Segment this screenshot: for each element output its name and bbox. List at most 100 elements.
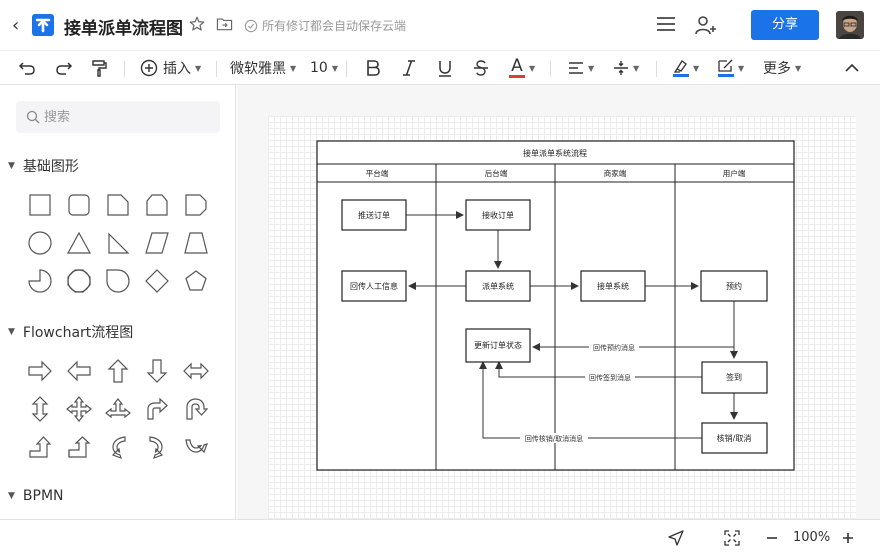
pen-icon [718,59,733,72]
insert-menu-button[interactable]: 插入 ▼ [140,51,201,85]
arrow-left-right-shape[interactable] [176,352,215,390]
user-avatar[interactable] [836,11,864,39]
node-label: 派单系统 [482,281,514,291]
arrow-bent-shape[interactable] [137,390,176,428]
move-folder-icon[interactable] [216,16,233,32]
node-merchant-accept[interactable] [580,270,646,302]
diagram-canvas[interactable]: 接单派单系统流程 平台端 后台端 商家端 用户端 回传预约消息 回传签到消息 回… [237,85,880,519]
plus-icon [843,532,853,543]
arrow-curved-left-shape[interactable] [98,428,137,466]
node-label: 接单系统 [597,281,629,291]
edge-label-cancel-msg[interactable]: 回传核销/取消消息 [525,434,583,443]
chevron-down-icon: ▼ [529,63,536,73]
fit-screen-button[interactable] [724,520,740,555]
add-user-icon[interactable] [694,14,718,36]
edge-cancel-msg[interactable] [479,361,702,439]
text-color-button[interactable]: A ▼ [509,51,535,85]
vertical-align-button[interactable]: ▼ [613,51,639,85]
more-label: 更多 [763,61,791,77]
node-label: 接收订单 [482,210,514,220]
arrow-tri-shape[interactable] [98,390,137,428]
octagon-round-shape[interactable] [59,262,98,300]
section-flowchart-header[interactable]: ▼ Flowchart流程图 [8,322,133,342]
node-verify-cancel[interactable] [701,422,768,454]
pie-shape[interactable] [20,262,59,300]
lane-label-backend[interactable]: 后台端 [485,168,508,178]
arrow-corner-up-shape[interactable] [20,428,59,466]
zoom-in-button[interactable] [842,520,854,555]
trapezoid-shape[interactable] [176,224,215,262]
collapse-toolbar-button[interactable] [845,51,859,85]
star-icon[interactable] [188,15,206,33]
zoom-level[interactable]: 100% [793,530,831,545]
italic-button[interactable] [402,51,416,85]
zoom-out-button[interactable] [766,520,778,555]
fill-color-bar [673,74,689,77]
share-button[interactable]: 分享 [751,10,819,40]
edge-label-sign-msg[interactable]: 回传签到消息 [589,373,631,382]
locate-button[interactable] [668,520,684,555]
underline-button[interactable] [438,51,452,85]
toolbar-divider [124,61,125,77]
line-color-bar [718,74,734,77]
node-dispatch-system[interactable] [465,270,531,302]
section-bpmn-header[interactable]: ▼ BPMN [8,488,64,504]
navigation-arrow-icon [668,529,684,546]
lane-label-merchant[interactable]: 商家端 [604,168,627,178]
font-family-select[interactable]: 微软雅黑 ▼ [230,51,296,85]
strikethrough-button[interactable] [473,51,489,85]
arrow-left-shape[interactable] [59,352,98,390]
node-update-order-status[interactable] [465,328,531,363]
line-color-button[interactable]: ▼ [718,51,744,85]
circle-shape[interactable] [20,224,59,262]
rounded-rectangle-shape[interactable] [59,186,98,224]
arrow-right-shape[interactable] [20,352,59,390]
arrow-u-turn-shape[interactable] [176,390,215,428]
arrow-curved-right-shape[interactable] [137,428,176,466]
arrow-up-down-shape[interactable] [20,390,59,428]
node-reserve[interactable] [700,270,768,302]
fill-color-button[interactable]: ▼ [673,51,699,85]
document-title[interactable]: 接单派单流程图 [64,19,183,39]
shape-search-input[interactable] [44,101,214,133]
arrow-down-shape[interactable] [137,352,176,390]
node-receive-order[interactable] [465,199,531,231]
right-triangle-shape[interactable] [98,224,137,262]
shape-search-box[interactable] [16,101,220,133]
triangle-shape[interactable] [59,224,98,262]
node-sign-in[interactable] [701,361,768,394]
lane-label-platform[interactable]: 平台端 [366,168,389,178]
lane-label-user[interactable]: 用户端 [723,168,746,178]
edge-label-reserve-msg[interactable]: 回传预约消息 [593,343,635,352]
font-family-value: 微软雅黑 [230,61,286,77]
arrow-up-shape[interactable] [98,352,137,390]
format-painter-button[interactable] [91,51,107,85]
arrow-left-up-shape[interactable] [59,428,98,466]
pentagon-tab-shape[interactable] [137,186,176,224]
pentagon-shape[interactable] [176,262,215,300]
diamond-shape[interactable] [137,262,176,300]
rectangle-shape[interactable] [20,186,59,224]
node-push-order[interactable] [341,199,407,231]
search-icon [26,110,40,124]
parallelogram-shape[interactable] [137,224,176,262]
bold-button[interactable] [366,51,380,85]
align-button[interactable]: ▼ [568,51,594,85]
caret-down-icon: ▼ [8,327,15,337]
redo-button[interactable] [55,51,73,85]
section-basic-shapes-header[interactable]: ▼ 基础图形 [8,156,79,176]
document-shape[interactable] [98,186,137,224]
card-shape[interactable] [176,186,215,224]
node-reply-staff-info[interactable] [341,270,407,302]
menu-icon[interactable] [656,15,676,33]
arrow-curved-down-shape[interactable] [176,428,215,466]
font-size-select[interactable]: 10 ▼ [310,51,338,85]
undo-button[interactable] [18,51,36,85]
more-menu-button[interactable]: 更多 ▼ [763,51,801,85]
arrow-quad-shape[interactable] [59,390,98,428]
back-icon[interactable]: ‹ [12,15,20,36]
teardrop-shape[interactable] [98,262,137,300]
vertical-align-icon [614,61,628,75]
pool-title[interactable]: 接单派单系统流程 [523,148,587,158]
node-label: 核销/取消 [717,433,752,443]
